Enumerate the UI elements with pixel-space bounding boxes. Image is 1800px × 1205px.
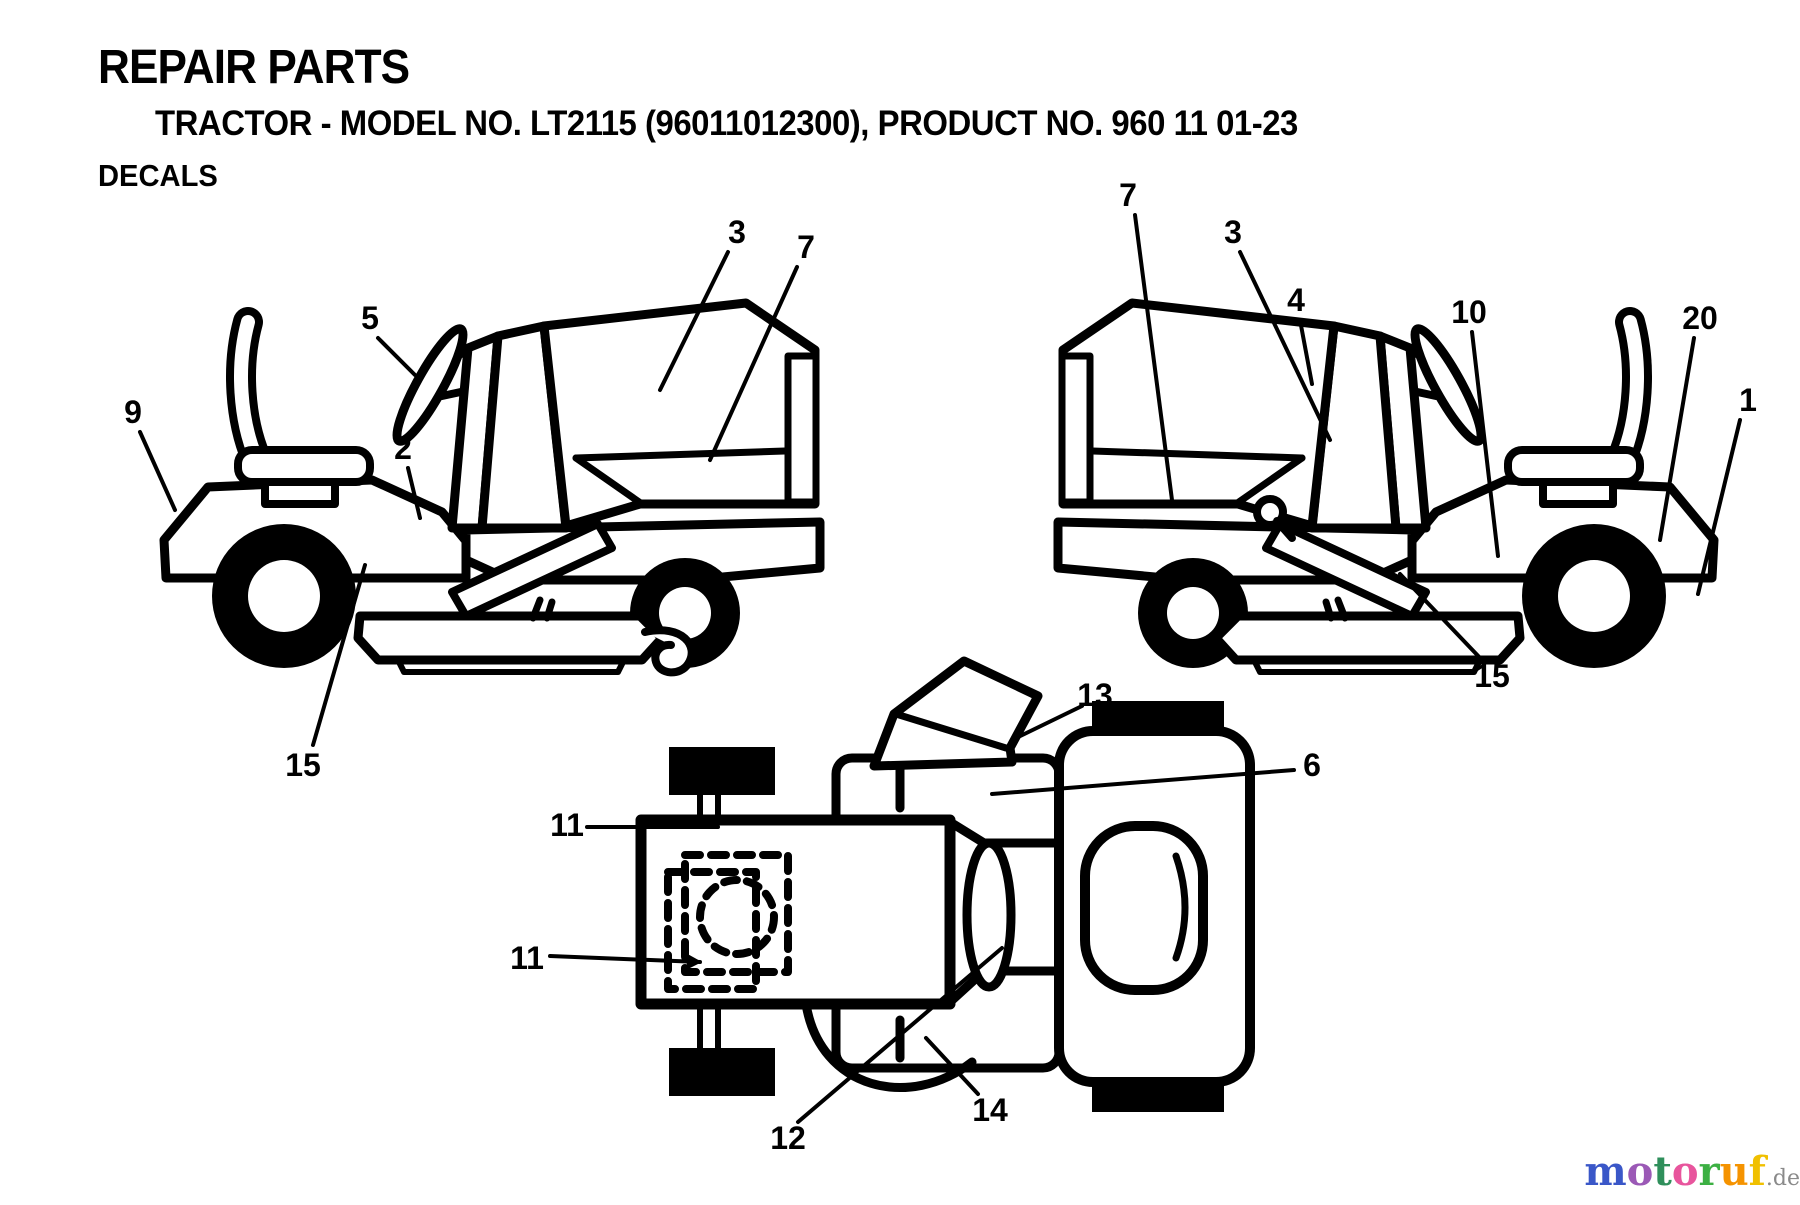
- chassis-top: [635, 814, 956, 1010]
- callout-right-1: 1: [1739, 382, 1757, 418]
- logo-letter: m: [1584, 1148, 1627, 1195]
- callout-top-11a: 11: [550, 807, 584, 843]
- callout-left-9: 9: [124, 394, 142, 430]
- callout-right-15: 15: [1474, 658, 1510, 694]
- front-wheel-top-a: [669, 747, 775, 795]
- top-view-drawing: [635, 656, 1255, 1112]
- callout-top-6: 6: [1303, 747, 1321, 783]
- callout-left-2: 2: [394, 430, 412, 466]
- callout-left-3: 3: [728, 214, 746, 250]
- decal-circle: [696, 876, 778, 958]
- engine-recoil: [1080, 821, 1208, 995]
- logo-letter: t: [1653, 1148, 1672, 1195]
- logo-letter: o: [1671, 1148, 1699, 1195]
- callout-right-4: 4: [1287, 282, 1305, 318]
- model-subtitle: TRACTOR - MODEL NO. LT2115 (96011012300)…: [155, 104, 1298, 143]
- left-tractor-drawing: [164, 303, 820, 672]
- decal-outline-a: [681, 851, 792, 976]
- callout-top-12: 12: [770, 1120, 806, 1156]
- callout-left-5: 5: [361, 300, 379, 336]
- logo-letter: u: [1719, 1148, 1749, 1195]
- callout-right-20: 20: [1682, 300, 1718, 336]
- page-title: REPAIR PARTS: [98, 41, 410, 94]
- front-wheel-top-b: [669, 1048, 775, 1096]
- callout-right-3: 3: [1224, 214, 1242, 250]
- logo-suffix: .de: [1765, 1166, 1800, 1191]
- right-tractor-drawing: [1058, 303, 1714, 672]
- callout-right-10: 10: [1451, 294, 1487, 330]
- discharge-deflector: [641, 626, 696, 677]
- callout-right-7: 7: [1119, 177, 1137, 213]
- callout-left-15: 15: [285, 747, 321, 783]
- belt-line: [801, 999, 977, 1092]
- logo-letter: f: [1748, 1148, 1766, 1195]
- logo-letter: o: [1626, 1148, 1654, 1195]
- callout-top-13: 13: [1077, 677, 1113, 713]
- leader-lines: [138, 213, 1742, 1124]
- logo-letter: r: [1698, 1148, 1720, 1195]
- pulley-oval: [962, 838, 1016, 992]
- decal-outline-b: [664, 868, 760, 993]
- callout-top-14: 14: [972, 1092, 1008, 1128]
- section-title: DECALS: [98, 158, 218, 193]
- callout-left-7: 7: [797, 229, 815, 265]
- callout-top-11b: 11: [510, 940, 544, 976]
